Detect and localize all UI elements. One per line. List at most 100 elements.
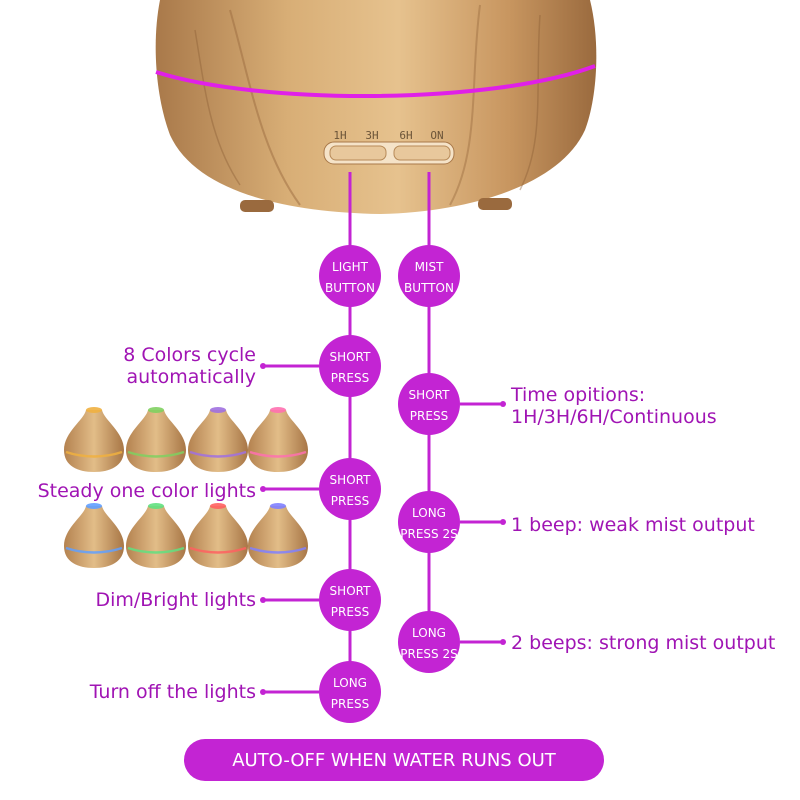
mini-diffuser-glow-ring bbox=[65, 546, 123, 554]
mini-diffuser-glow-top bbox=[86, 407, 102, 413]
diffuser-foot bbox=[478, 198, 512, 210]
node-text: PRESS 2S bbox=[400, 527, 457, 541]
node-circle bbox=[398, 373, 460, 435]
node-circle bbox=[319, 245, 381, 307]
mini-diffuser-body bbox=[64, 410, 124, 472]
mini-diffuser-glow-top bbox=[210, 407, 226, 413]
label-line: 8 Colors cycle bbox=[123, 344, 256, 366]
step-label: Time opitions:1H/3H/6H/Continuous bbox=[510, 384, 717, 428]
mini-diffuser-body bbox=[126, 410, 186, 472]
label-line: automatically bbox=[126, 366, 256, 388]
node-circle bbox=[319, 458, 381, 520]
timer-label: 3H bbox=[365, 129, 378, 142]
auto-off-banner bbox=[184, 739, 604, 781]
light-step-node: SHORT PRESS bbox=[319, 569, 381, 631]
mini-diffuser-glow-top bbox=[270, 503, 286, 509]
mini-diffuser-glow-ring bbox=[249, 450, 307, 458]
led-ring bbox=[155, 64, 596, 98]
light-button-node: LIGHT BUTTON bbox=[319, 245, 381, 307]
node-text: PRESS bbox=[331, 494, 369, 508]
label-line: 2 beeps: strong mist output bbox=[511, 632, 775, 654]
mini-diffuser-glow-ring bbox=[65, 450, 123, 458]
node-text: MIST bbox=[415, 260, 445, 274]
mini-diffuser bbox=[188, 407, 248, 472]
mini-diffuser-glow-top bbox=[148, 503, 164, 509]
timer-label: 6H bbox=[399, 129, 412, 142]
connector-dot bbox=[260, 597, 266, 603]
mini-diffuser-glow-top bbox=[148, 407, 164, 413]
light-button[interactable] bbox=[329, 145, 387, 161]
node-text: LONG bbox=[412, 626, 446, 640]
mist-button[interactable] bbox=[393, 145, 451, 161]
node-circle bbox=[398, 491, 460, 553]
node-text: PRESS bbox=[331, 697, 369, 711]
mini-diffuser-body bbox=[248, 506, 308, 568]
mini-diffuser-body bbox=[64, 506, 124, 568]
node-text: SHORT bbox=[330, 584, 372, 598]
connector-dot bbox=[260, 486, 266, 492]
node-text: BUTTON bbox=[404, 281, 454, 295]
mini-diffuser bbox=[248, 407, 308, 472]
wood-grain bbox=[449, 4, 481, 206]
label-line: Turn off the lights bbox=[89, 681, 256, 703]
mini-diffuser bbox=[126, 407, 186, 472]
mini-diffuser-glow-ring bbox=[189, 450, 247, 458]
mist-step-node: LONG PRESS 2S bbox=[398, 611, 460, 673]
connector-dot bbox=[500, 639, 506, 645]
step-label: 2 beeps: strong mist output bbox=[511, 632, 775, 654]
node-text: LONG bbox=[333, 676, 367, 690]
node-text: PRESS bbox=[331, 605, 369, 619]
node-circle bbox=[398, 611, 460, 673]
mini-diffuser bbox=[64, 407, 124, 472]
diffuser-device: 1H 3H 6H ON bbox=[155, 0, 597, 214]
mini-diffuser-body bbox=[188, 506, 248, 568]
label-line: 1 beep: weak mist output bbox=[511, 514, 755, 536]
wood-grain bbox=[229, 9, 301, 206]
node-text: PRESS bbox=[331, 371, 369, 385]
mini-diffuser-body bbox=[188, 410, 248, 472]
mini-diffuser-glow-ring bbox=[127, 546, 185, 554]
connector-dot bbox=[500, 401, 506, 407]
banner-text: AUTO-OFF WHEN WATER RUNS OUT bbox=[232, 750, 557, 771]
mini-diffuser bbox=[248, 503, 308, 568]
timer-labels: 1H 3H 6H ON bbox=[333, 129, 443, 142]
mini-diffuser bbox=[188, 503, 248, 568]
diffuser-body bbox=[155, 0, 597, 214]
step-label: 1 beep: weak mist output bbox=[511, 514, 755, 536]
diffuser-foot bbox=[240, 200, 274, 212]
light-step-node: LONG PRESS bbox=[319, 661, 381, 723]
node-circle bbox=[319, 569, 381, 631]
mini-diffuser-glow-ring bbox=[189, 546, 247, 554]
node-text: PRESS 2S bbox=[400, 647, 457, 661]
timer-label: ON bbox=[430, 129, 443, 142]
wood-grain bbox=[519, 14, 541, 191]
connector-dot bbox=[260, 363, 266, 369]
mini-diffuser-glow-ring bbox=[127, 450, 185, 458]
mini-diffuser-glow-top bbox=[210, 503, 226, 509]
mini-diffuser bbox=[64, 503, 124, 568]
wood-grain bbox=[194, 29, 241, 186]
node-circle bbox=[398, 245, 460, 307]
label-line: Dim/Bright lights bbox=[95, 589, 256, 611]
mini-diffuser-body bbox=[126, 506, 186, 568]
step-label: Dim/Bright lights bbox=[95, 589, 256, 611]
connector-dot bbox=[500, 519, 506, 525]
mini-diffuser-body bbox=[248, 410, 308, 472]
timer-label: 1H bbox=[333, 129, 346, 142]
node-text: LIGHT bbox=[332, 260, 369, 274]
mist-button-node: MIST BUTTON bbox=[398, 245, 460, 307]
node-text: SHORT bbox=[330, 350, 372, 364]
mini-diffuser-glow-ring bbox=[249, 546, 307, 554]
step-label: Steady one color lights bbox=[38, 480, 256, 502]
node-text: BUTTON bbox=[325, 281, 375, 295]
mini-diffuser-glow-top bbox=[86, 503, 102, 509]
light-step-node: SHORT PRESS bbox=[319, 335, 381, 397]
connector-dot bbox=[260, 689, 266, 695]
label-line: Time opitions: bbox=[510, 384, 645, 406]
node-circle bbox=[319, 335, 381, 397]
